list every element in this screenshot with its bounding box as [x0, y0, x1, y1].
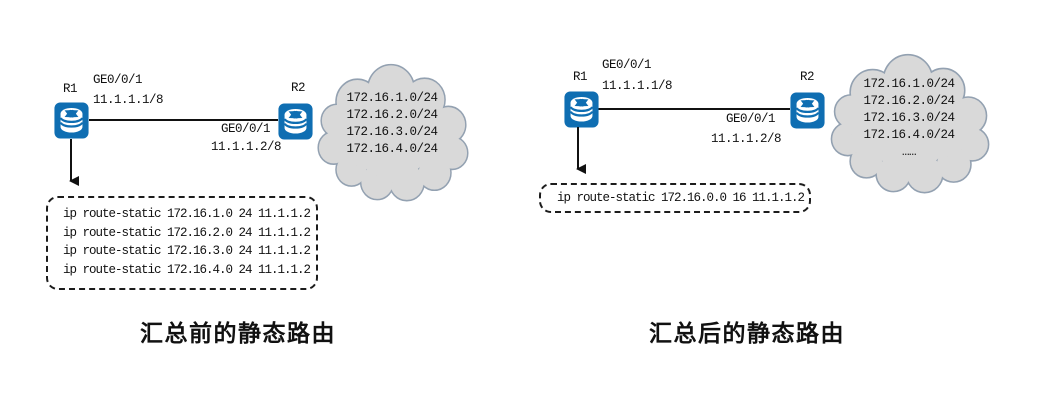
route-command: ip route-static 172.16.3.0 24 11.1.1.2: [63, 244, 311, 258]
cloud-network-entry: 172.16.2.0/24: [346, 108, 438, 122]
down-arrow-icon: [63, 139, 79, 191]
route-command: ip route-static 172.16.1.0 24 11.1.1.2: [63, 207, 311, 221]
cloud-network-entry: 172.16.4.0/24: [863, 128, 955, 142]
router-icon: [564, 91, 599, 128]
interface-ip-label: 11.1.1.2/8: [211, 140, 282, 154]
link-line: [598, 108, 790, 110]
interface-label: GE0/0/1: [726, 112, 776, 126]
interface-ip-label: 11.1.1.1/8: [93, 93, 164, 107]
route-command: ip route-static 172.16.2.0 24 11.1.1.2: [63, 225, 311, 240]
diagram-caption: 汇总后的静态路由: [649, 320, 845, 346]
down-arrow-icon: [570, 127, 586, 179]
cloud-network-entry: 172.16.4.0/24: [346, 142, 438, 156]
interface-ip-label: 11.1.1.1/8: [602, 79, 673, 93]
router-label: R1: [573, 70, 588, 84]
after-summary-diagram: R1 GE0/0/1 11.1.1.1/8 R2 GE0/0/1 11.1.1.…: [530, 0, 1061, 410]
interface-label: GE0/0/1: [93, 73, 143, 87]
link-line: [89, 119, 278, 121]
router-icon: [54, 102, 89, 139]
interface-label: GE0/0/1: [602, 58, 652, 72]
cloud-network-ellipsis: ……: [901, 145, 917, 159]
router-icon: [790, 92, 825, 129]
router-label: R2: [291, 81, 306, 95]
router-icon: [278, 103, 313, 140]
diagram-caption: 汇总前的静态路由: [140, 320, 336, 346]
cloud-network-list: 172.16.1.0/24 172.16.2.0/24 172.16.3.0/2…: [826, 76, 992, 161]
route-config-box: ip route-static 172.16.0.0 16 11.1.1.2: [539, 183, 811, 213]
route-command: ip route-static 172.16.4.0 24 11.1.1.2: [63, 262, 311, 277]
before-summary-diagram: R1 GE0/0/1 11.1.1.1/8 R2 GE0/0/1 11.1.1.…: [0, 0, 530, 410]
route-config-box: ip route-static 172.16.1.0 24 11.1.1.2 i…: [46, 196, 318, 290]
cloud-network-entry: 172.16.3.0/24: [346, 125, 438, 139]
cloud-network-entry: 172.16.3.0/24: [863, 111, 955, 125]
router-label: R2: [800, 70, 815, 84]
cloud-network-entry: 172.16.1.0/24: [863, 77, 955, 91]
interface-label: GE0/0/1: [221, 122, 271, 136]
router-label: R1: [63, 82, 78, 96]
route-command: ip route-static 172.16.0.0 16 11.1.1.2: [557, 190, 805, 205]
cloud-network-entry: 172.16.1.0/24: [346, 91, 438, 105]
cloud-network-entry: 172.16.2.0/24: [863, 94, 955, 108]
cloud-network-list: 172.16.1.0/24 172.16.2.0/24 172.16.3.0/2…: [313, 90, 471, 158]
interface-ip-label: 11.1.1.2/8: [711, 132, 782, 146]
